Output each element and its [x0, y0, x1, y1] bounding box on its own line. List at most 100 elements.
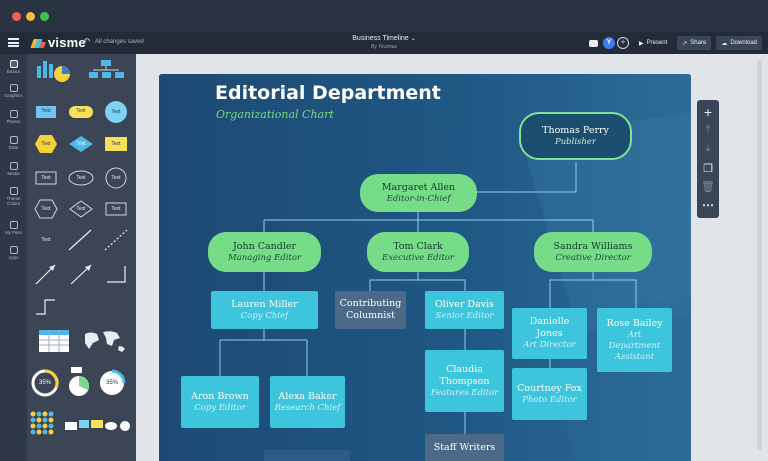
close-window-button[interactable] [12, 12, 21, 21]
gauge-ring-asset[interactable] [31, 369, 59, 397]
table-asset[interactable] [39, 330, 69, 352]
rail-item-basics[interactable]: Basics [0, 60, 27, 74]
hierarchy-chart-asset[interactable] [89, 60, 124, 78]
org-node-creative-director[interactable]: Sandra Williams Creative Director [534, 232, 652, 272]
share-button[interactable]: ↗Share [677, 36, 712, 50]
node-name: Thomas Perry [542, 124, 609, 136]
node-role: Editor-in-Chief [386, 193, 451, 204]
rail-item-data[interactable]: Data [0, 136, 27, 150]
circle-shape-asset[interactable] [105, 101, 127, 123]
rectangle-shape-asset[interactable] [36, 106, 56, 118]
dashed-line-asset[interactable] [104, 229, 128, 251]
org-node-art-assistant[interactable]: Rose Bailey Art Department Assistant [597, 308, 672, 372]
org-node-copy-editor[interactable]: Aron Brown Copy Editor [181, 376, 259, 428]
chart-title[interactable]: Editorial Department [215, 82, 441, 104]
duplicate-icon[interactable]: ❐ [703, 163, 713, 175]
node-name: Danielle Jones [529, 316, 570, 339]
vertical-scrollbar[interactable] [757, 60, 762, 450]
outline-hexagon-asset[interactable] [34, 199, 58, 219]
pie-gauge-asset[interactable] [69, 367, 89, 396]
node-name: Alexa Baker [278, 390, 337, 402]
org-node-publisher[interactable]: Thomas Perry Publisher [519, 112, 632, 160]
document-title[interactable]: Business Timeline⌄ [352, 35, 416, 42]
elbow-connector-asset[interactable] [107, 266, 126, 283]
comments-icon[interactable] [588, 39, 598, 47]
icon-grid-asset[interactable] [30, 411, 54, 435]
org-node-editor-in-chief[interactable]: Margaret Allen Editor-in-Chief [360, 174, 477, 212]
rail-item-photos[interactable]: Photos [0, 110, 27, 124]
chart-subtitle[interactable]: Organizational Chart [216, 108, 334, 121]
org-node-art-director[interactable]: Danielle Jones Art Director [512, 308, 587, 359]
org-node-columnist[interactable]: Contributing Columnist [335, 291, 406, 329]
app-toolbar: visme ↶ All changes saved Business Timel… [0, 32, 768, 54]
design-canvas[interactable]: Editorial Department Organizational Char… [159, 74, 691, 461]
node-name: Rose Bailey [606, 317, 663, 329]
rounded-shape-asset[interactable] [69, 106, 93, 118]
rail-item-my-files[interactable]: My Files [0, 221, 27, 235]
org-node-copy-chief[interactable]: Lauren Miller Copy Chief [211, 291, 318, 329]
text-asset[interactable]: Text [41, 237, 51, 243]
data-icon [9, 136, 18, 144]
org-node-senior-editor[interactable]: Oliver Davis Senior Editor [425, 291, 504, 329]
progress-pill-asset[interactable] [105, 422, 117, 430]
shape-label: Text [76, 141, 86, 147]
line-asset[interactable] [68, 229, 92, 251]
more-options-icon[interactable]: ⋯ [702, 198, 714, 212]
rail-item-media[interactable]: Media [0, 162, 27, 176]
outline-circle-asset[interactable] [105, 167, 127, 189]
outline-diamond-asset[interactable] [69, 200, 93, 218]
progress-dot-asset[interactable] [120, 421, 130, 431]
node-name: Courtney Fox [517, 382, 582, 394]
node-name: Claudia Thompson [439, 363, 490, 387]
add-collaborator-icon[interactable]: + [616, 37, 629, 49]
step-connector-asset[interactable] [36, 299, 55, 315]
gauge-value: 35% [38, 380, 51, 386]
partial-node[interactable] [264, 450, 350, 461]
outline-ellipse-asset[interactable] [68, 170, 94, 186]
org-node-staff-writers[interactable]: Staff Writers [425, 434, 504, 461]
rail-item-apps[interactable]: Apps [0, 246, 27, 260]
arrow-asset[interactable] [35, 264, 56, 285]
shape-label: Text [111, 175, 121, 181]
org-node-managing-editor[interactable]: John Candler Managing Editor [208, 232, 321, 272]
bar-pie-chart-asset[interactable] [37, 61, 70, 82]
minimize-window-button[interactable] [26, 12, 35, 21]
double-arrow-asset[interactable] [70, 264, 92, 285]
org-node-features-editor[interactable]: Claudia Thompson Features Editor [425, 350, 504, 412]
node-name: Aron Brown [191, 390, 249, 402]
user-avatar[interactable]: Y [602, 37, 615, 49]
menu-icon[interactable] [8, 38, 19, 47]
text-tag-asset[interactable] [65, 422, 77, 430]
outline-rect-asset[interactable] [35, 171, 57, 185]
undo-icon[interactable]: ↶ [82, 37, 91, 48]
org-node-research-chief[interactable]: Alexa Baker Research Chief [270, 376, 345, 428]
rail-item-theme-colors[interactable]: Theme Colors [0, 187, 27, 206]
maximize-window-button[interactable] [40, 12, 49, 21]
add-icon[interactable]: + [703, 104, 713, 120]
trash-icon[interactable]: 🗑 [701, 181, 715, 193]
org-node-executive-editor[interactable]: Tom Clark Executive Editor [367, 232, 469, 272]
bring-forward-icon[interactable]: ⤒ [705, 124, 711, 136]
node-name: Sandra Williams [553, 240, 633, 252]
send-backward-icon[interactable]: ⤓ [705, 142, 711, 154]
rail-item-graphics[interactable]: Graphics [0, 84, 27, 98]
download-button[interactable]: ☁Download [716, 36, 762, 50]
node-role: Features Editor [430, 387, 499, 398]
node-name: Oliver Davis [435, 298, 494, 310]
node-role: Managing Editor [227, 252, 302, 263]
present-button[interactable]: ▶Present [638, 40, 668, 47]
hexagon-shape-asset[interactable] [35, 135, 57, 153]
world-map-asset[interactable] [85, 331, 125, 352]
org-node-photo-editor[interactable]: Courtney Fox Photo Editor [512, 368, 587, 420]
text-tag-blue-asset[interactable] [79, 420, 89, 428]
outline-box-asset[interactable] [105, 202, 127, 216]
node-role: Research Chief [274, 402, 341, 413]
yellow-rect-shape-asset[interactable] [105, 137, 127, 151]
chevron-down-icon[interactable]: ⌄ [410, 36, 416, 42]
text-tag-yellow-asset[interactable] [91, 420, 103, 428]
visme-logo[interactable]: visme [30, 36, 86, 49]
node-role: Executive Editor [382, 252, 454, 263]
donut-gauge-asset[interactable] [100, 369, 126, 395]
shape-label: Text [111, 206, 121, 212]
diamond-shape-asset[interactable] [69, 136, 93, 152]
